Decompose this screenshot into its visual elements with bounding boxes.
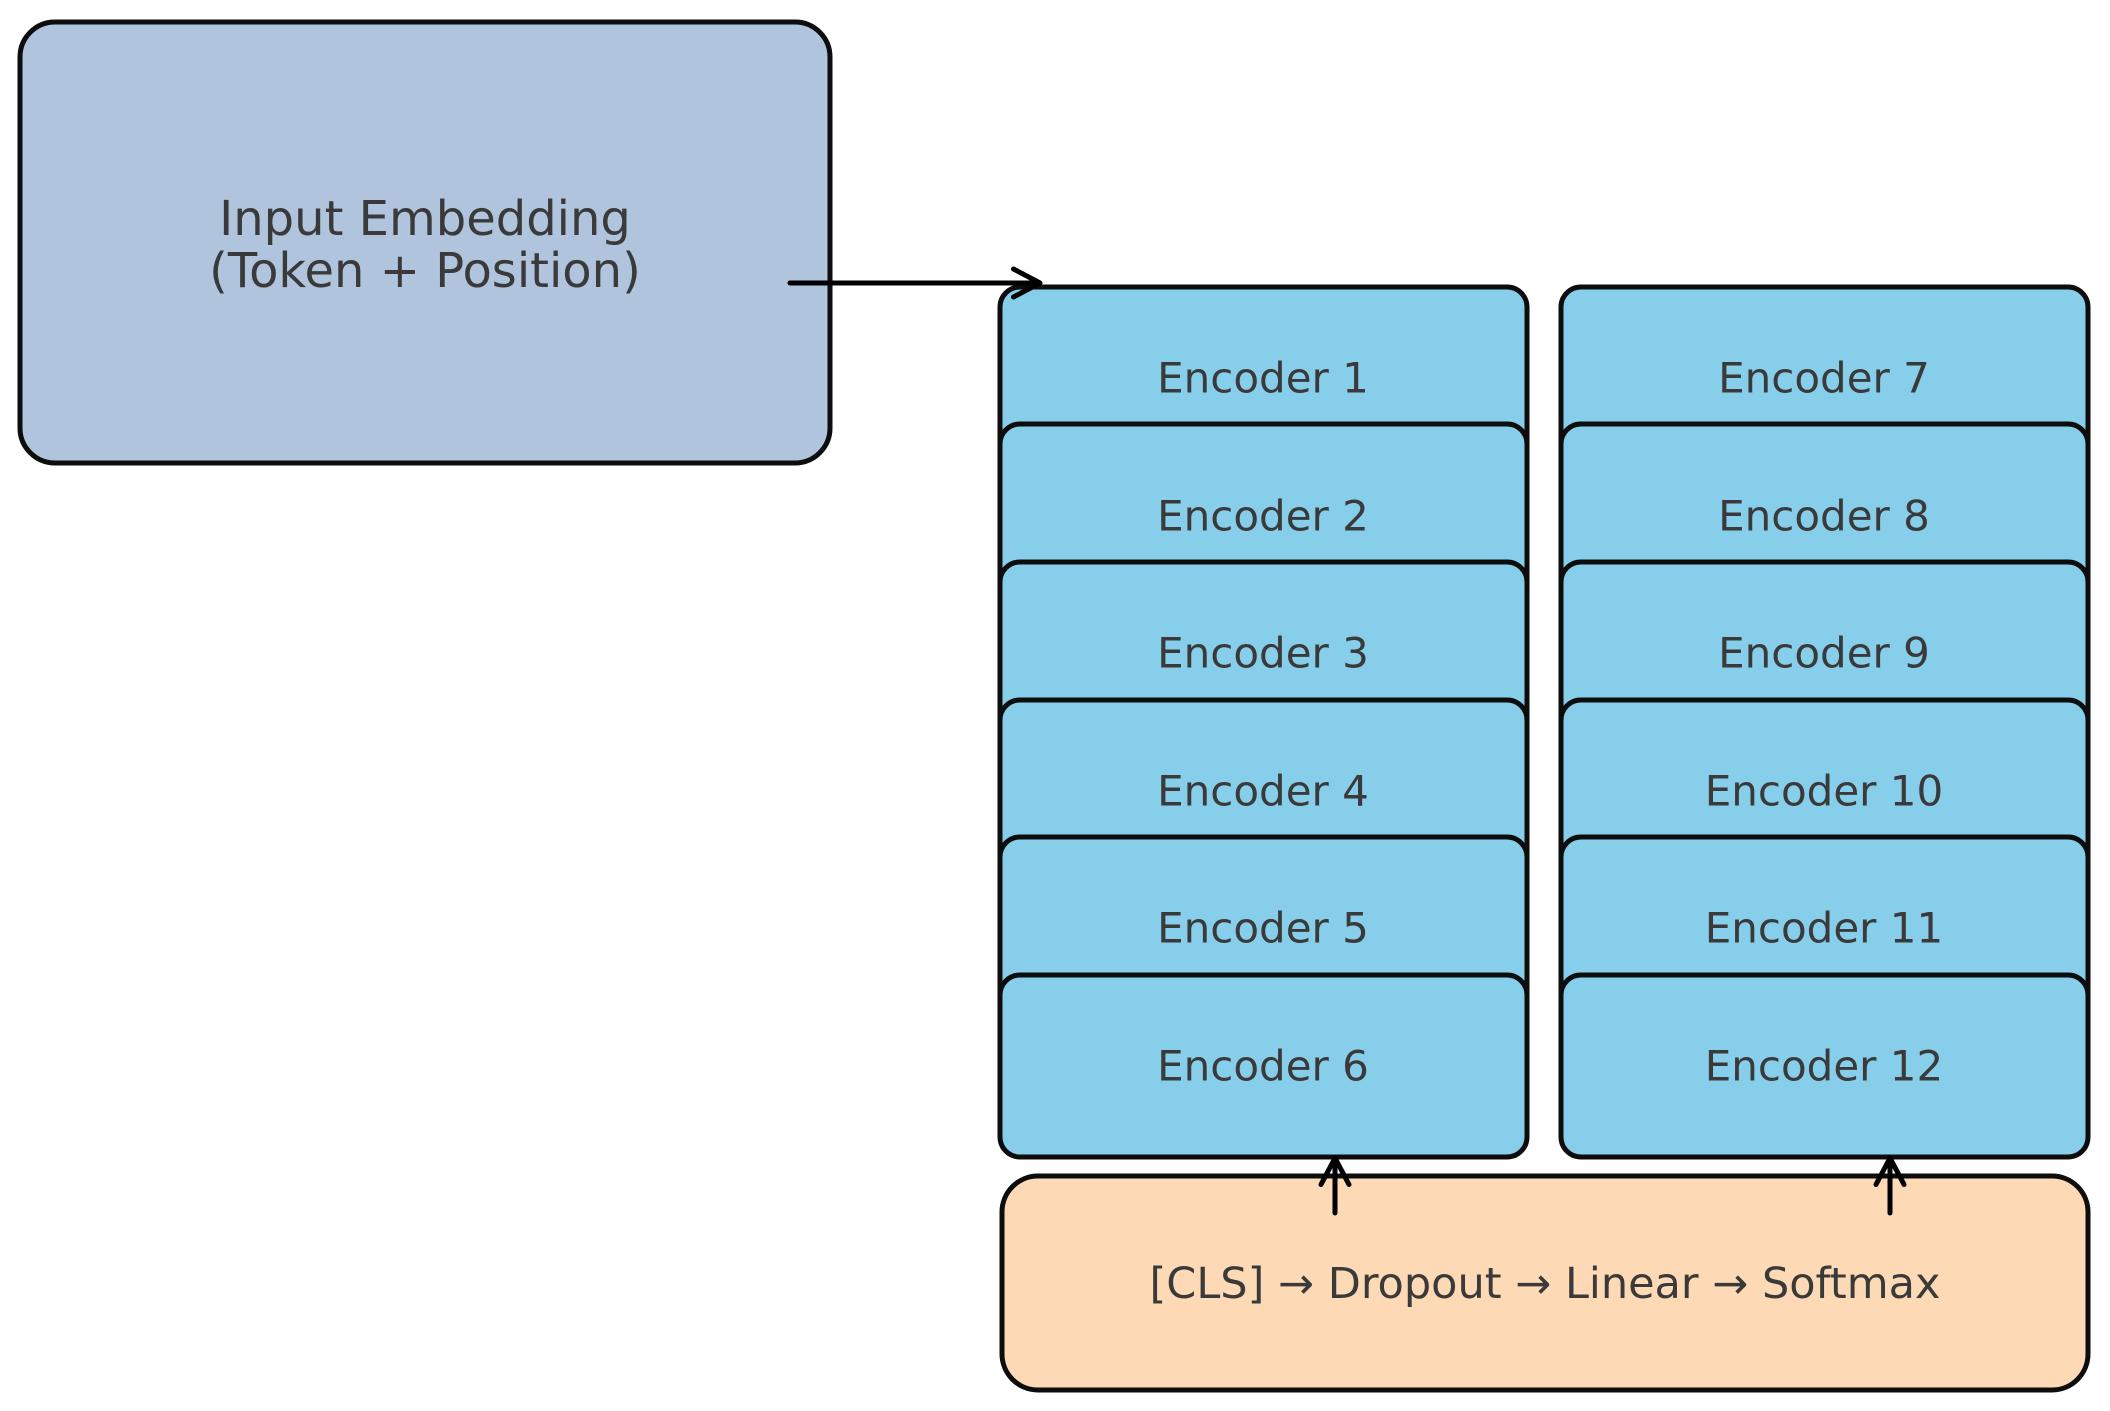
- encoder-12-label: Encoder 12: [1705, 1042, 1944, 1091]
- encoder-6-label: Encoder 6: [1157, 1042, 1369, 1091]
- encoder-10-label: Encoder 10: [1705, 767, 1944, 816]
- encoder-9-label: Encoder 9: [1718, 629, 1930, 678]
- input-to-encoders-arrow: [787, 266, 1043, 300]
- encoder-8-label: Encoder 8: [1718, 492, 1930, 541]
- encoder-1-label: Encoder 1: [1157, 354, 1369, 403]
- encoder-3-label: Encoder 3: [1157, 629, 1369, 678]
- encoder-6-node: [997, 972, 1530, 1160]
- encoder-12-node: [1558, 972, 2091, 1160]
- head-to-left-column-arrow: [1318, 1155, 1352, 1216]
- encoder-7-label: Encoder 7: [1718, 354, 1930, 403]
- input-to-encoders-arrowhead-icon: [1011, 266, 1043, 300]
- head-to-left-column-arrowhead-icon: [1318, 1155, 1352, 1187]
- encoder-4-label: Encoder 4: [1157, 767, 1369, 816]
- classifier-head-node: [999, 1173, 2091, 1393]
- encoder-5-label: Encoder 5: [1157, 904, 1369, 953]
- encoder-2-label: Encoder 2: [1157, 492, 1369, 541]
- input-embedding-node: [17, 19, 833, 466]
- head-to-right-column-arrowhead-icon: [1873, 1155, 1907, 1187]
- input-embedding-label-line1: Input Embedding: [219, 191, 631, 247]
- encoder-11-label: Encoder 11: [1705, 904, 1944, 953]
- input-embedding-label-line2: (Token + Position): [209, 243, 641, 299]
- classifier-head-label: [CLS] → Dropout → Linear → Softmax: [1150, 1259, 1941, 1309]
- head-to-right-column-arrow: [1873, 1155, 1907, 1216]
